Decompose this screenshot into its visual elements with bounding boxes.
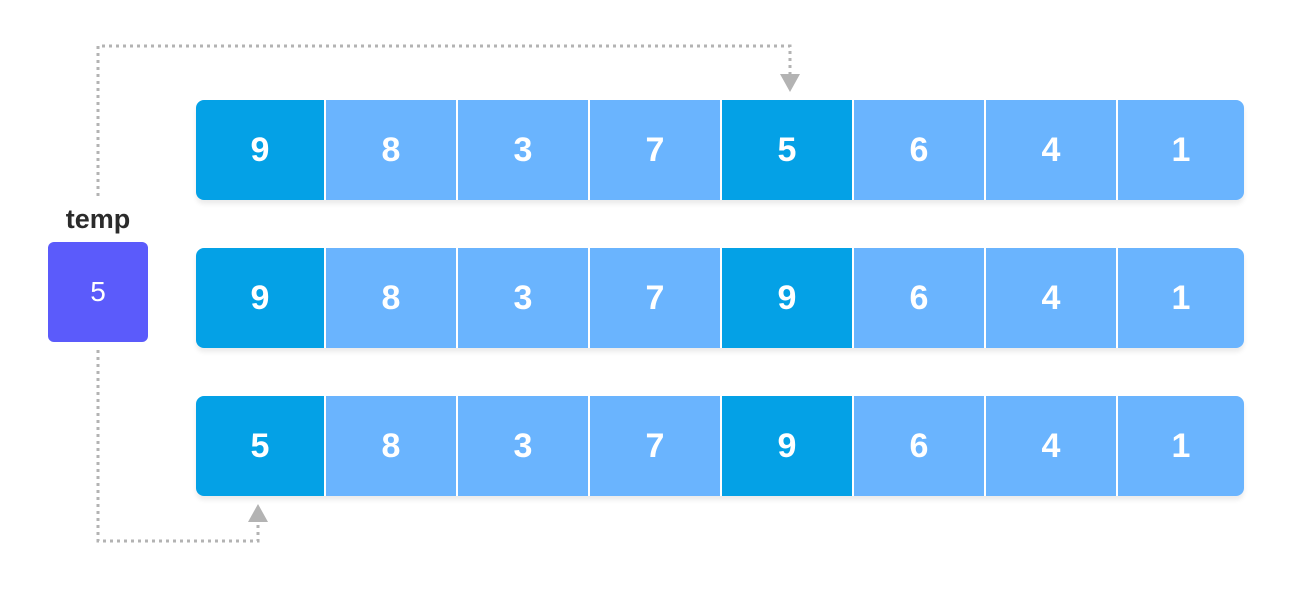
- array-cell: 6: [854, 248, 986, 348]
- array-cell: 6: [854, 100, 986, 200]
- array-row-2: 9 8 3 7 9 6 4 1: [196, 248, 1244, 348]
- array-cell: 7: [590, 248, 722, 348]
- temp-value: 5: [90, 276, 106, 307]
- array-cell: 9: [196, 248, 326, 348]
- array-cell: 7: [590, 396, 722, 496]
- array-cell: 8: [326, 248, 458, 348]
- array-row-1: 9 8 3 7 5 6 4 1: [196, 100, 1244, 200]
- array-row-3: 5 8 3 7 9 6 4 1: [196, 396, 1244, 496]
- array-cell: 9: [722, 396, 854, 496]
- array-cell: 7: [590, 100, 722, 200]
- top-dotted-connector: [96, 44, 792, 196]
- temp-label: temp: [65, 204, 131, 234]
- down-arrow-icon: [780, 74, 800, 92]
- array-cell: 3: [458, 248, 590, 348]
- array-cell: 4: [986, 100, 1118, 200]
- array-cell: 1: [1118, 396, 1244, 496]
- array-cell: 8: [326, 100, 458, 200]
- array-cell: 4: [986, 248, 1118, 348]
- array-cell: 6: [854, 396, 986, 496]
- temp-box: 5: [48, 242, 148, 342]
- array-cell: 5: [722, 100, 854, 200]
- array-cell: 9: [196, 100, 326, 200]
- array-cell: 3: [458, 396, 590, 496]
- array-cell: 3: [458, 100, 590, 200]
- array-cell: 5: [196, 396, 326, 496]
- array-cell: 1: [1118, 100, 1244, 200]
- array-cell: 8: [326, 396, 458, 496]
- array-cell: 4: [986, 396, 1118, 496]
- array-cell: 9: [722, 248, 854, 348]
- up-arrow-icon: [248, 504, 268, 522]
- array-cell: 1: [1118, 248, 1244, 348]
